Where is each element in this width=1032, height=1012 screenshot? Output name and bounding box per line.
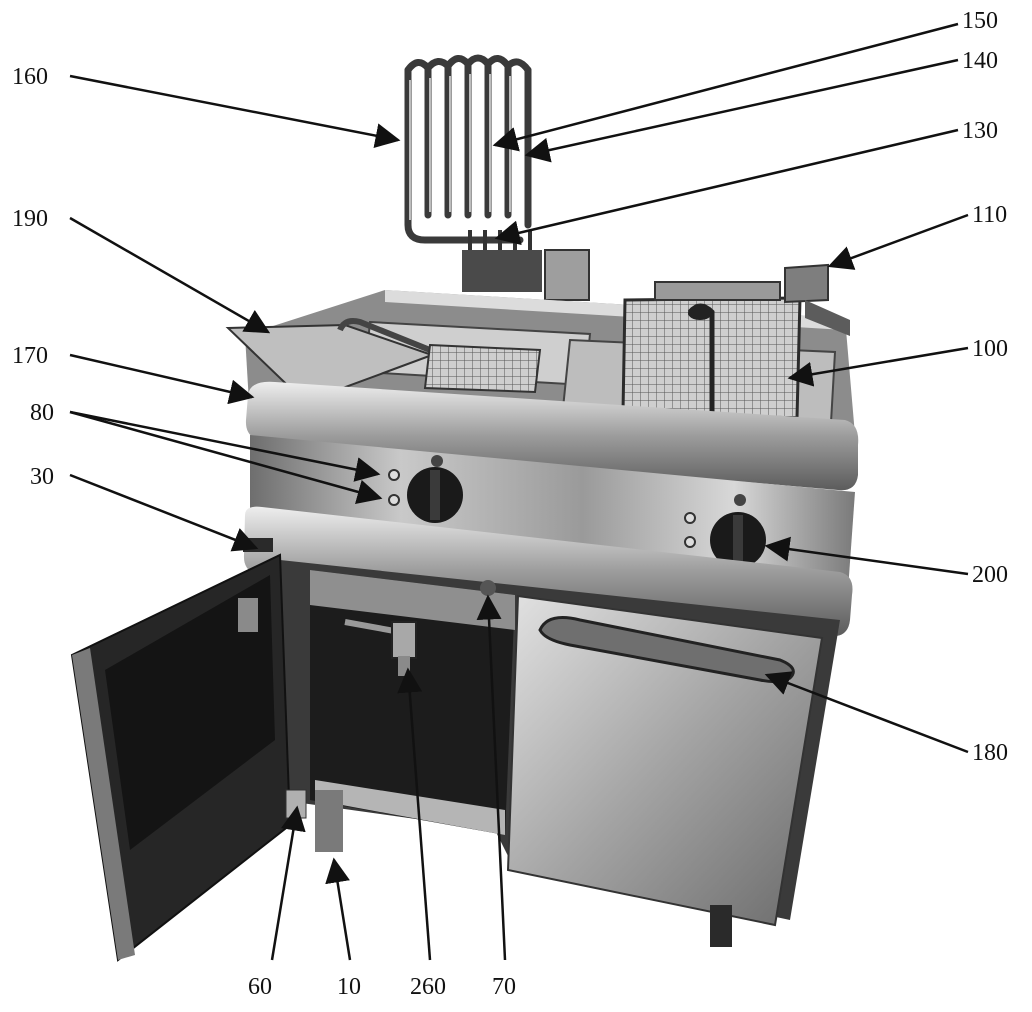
callout-130: 130 (962, 118, 998, 144)
leader-260 (397, 667, 432, 961)
element-box (544, 249, 590, 301)
callout-200: 200 (972, 562, 1008, 588)
callout-100: 100 (972, 336, 1008, 362)
leader-60 (270, 805, 306, 961)
left-basket (423, 343, 542, 394)
cabinet-interior (310, 570, 515, 835)
lower-band (243, 506, 853, 637)
callout-30: 30 (30, 464, 54, 490)
callout-10: 10 (337, 974, 361, 1000)
pilot-lamp-bottom (388, 494, 400, 506)
callout-160: 160 (12, 64, 48, 90)
callout-190: 190 (12, 206, 48, 232)
door-hinge-fitting (238, 598, 258, 632)
leader-150 (492, 22, 959, 152)
left-control-knob[interactable] (407, 467, 463, 523)
callout-180: 180 (972, 740, 1008, 766)
right-indicator-light (734, 494, 746, 506)
leader-180 (764, 671, 969, 754)
callout-170: 170 (12, 343, 48, 369)
leader-10 (325, 857, 352, 961)
left-door-inner-panel (105, 575, 275, 850)
leader-80-b (69, 410, 383, 505)
right-basket (621, 281, 802, 440)
cabinet-top-panel (310, 570, 515, 630)
callout-150: 150 (962, 8, 998, 34)
leader-100 (787, 346, 969, 387)
basket-hanger (784, 263, 829, 304)
heating-element-highlight (409, 74, 511, 220)
left-indicator-light (431, 455, 443, 467)
drain-valve (344, 619, 417, 676)
element-head (462, 250, 542, 292)
callout-60: 60 (248, 974, 272, 1000)
leader-80-a (69, 410, 381, 482)
left-door-edge (72, 648, 135, 960)
callout-260: 260 (410, 974, 446, 1000)
right-pilot-bottom (684, 536, 696, 548)
leader-160 (69, 74, 401, 148)
leader-70 (476, 594, 507, 961)
leader-190 (69, 216, 271, 334)
hanger-bracket (805, 300, 850, 336)
callout-140: 140 (962, 48, 998, 74)
leader-170 (69, 353, 255, 405)
pilot-lamp-top (388, 469, 400, 481)
leader-200 (764, 536, 969, 576)
heating-element (404, 54, 532, 244)
control-panel (250, 435, 855, 590)
callout-70: 70 (492, 974, 516, 1000)
lid-handle (337, 318, 432, 353)
front-left-foot (315, 790, 343, 852)
callout-80: 80 (30, 400, 54, 426)
leader-130 (494, 128, 959, 246)
right-control-knob[interactable] (710, 512, 766, 568)
fryer-illustration (70, 54, 859, 962)
callout-110: 110 (972, 202, 1007, 228)
right-pilot-top (684, 512, 696, 524)
leader-30 (69, 473, 259, 552)
leader-lines (69, 22, 969, 961)
front-nose (245, 381, 859, 491)
leader-140 (524, 58, 959, 163)
ignition-button[interactable] (480, 580, 496, 596)
leader-110 (827, 213, 969, 270)
cabinet-floor (315, 780, 505, 835)
front-right-foot (710, 905, 732, 947)
callout-labels: 160 150 140 130 110 190 170 100 80 30 20… (12, 8, 1008, 1000)
